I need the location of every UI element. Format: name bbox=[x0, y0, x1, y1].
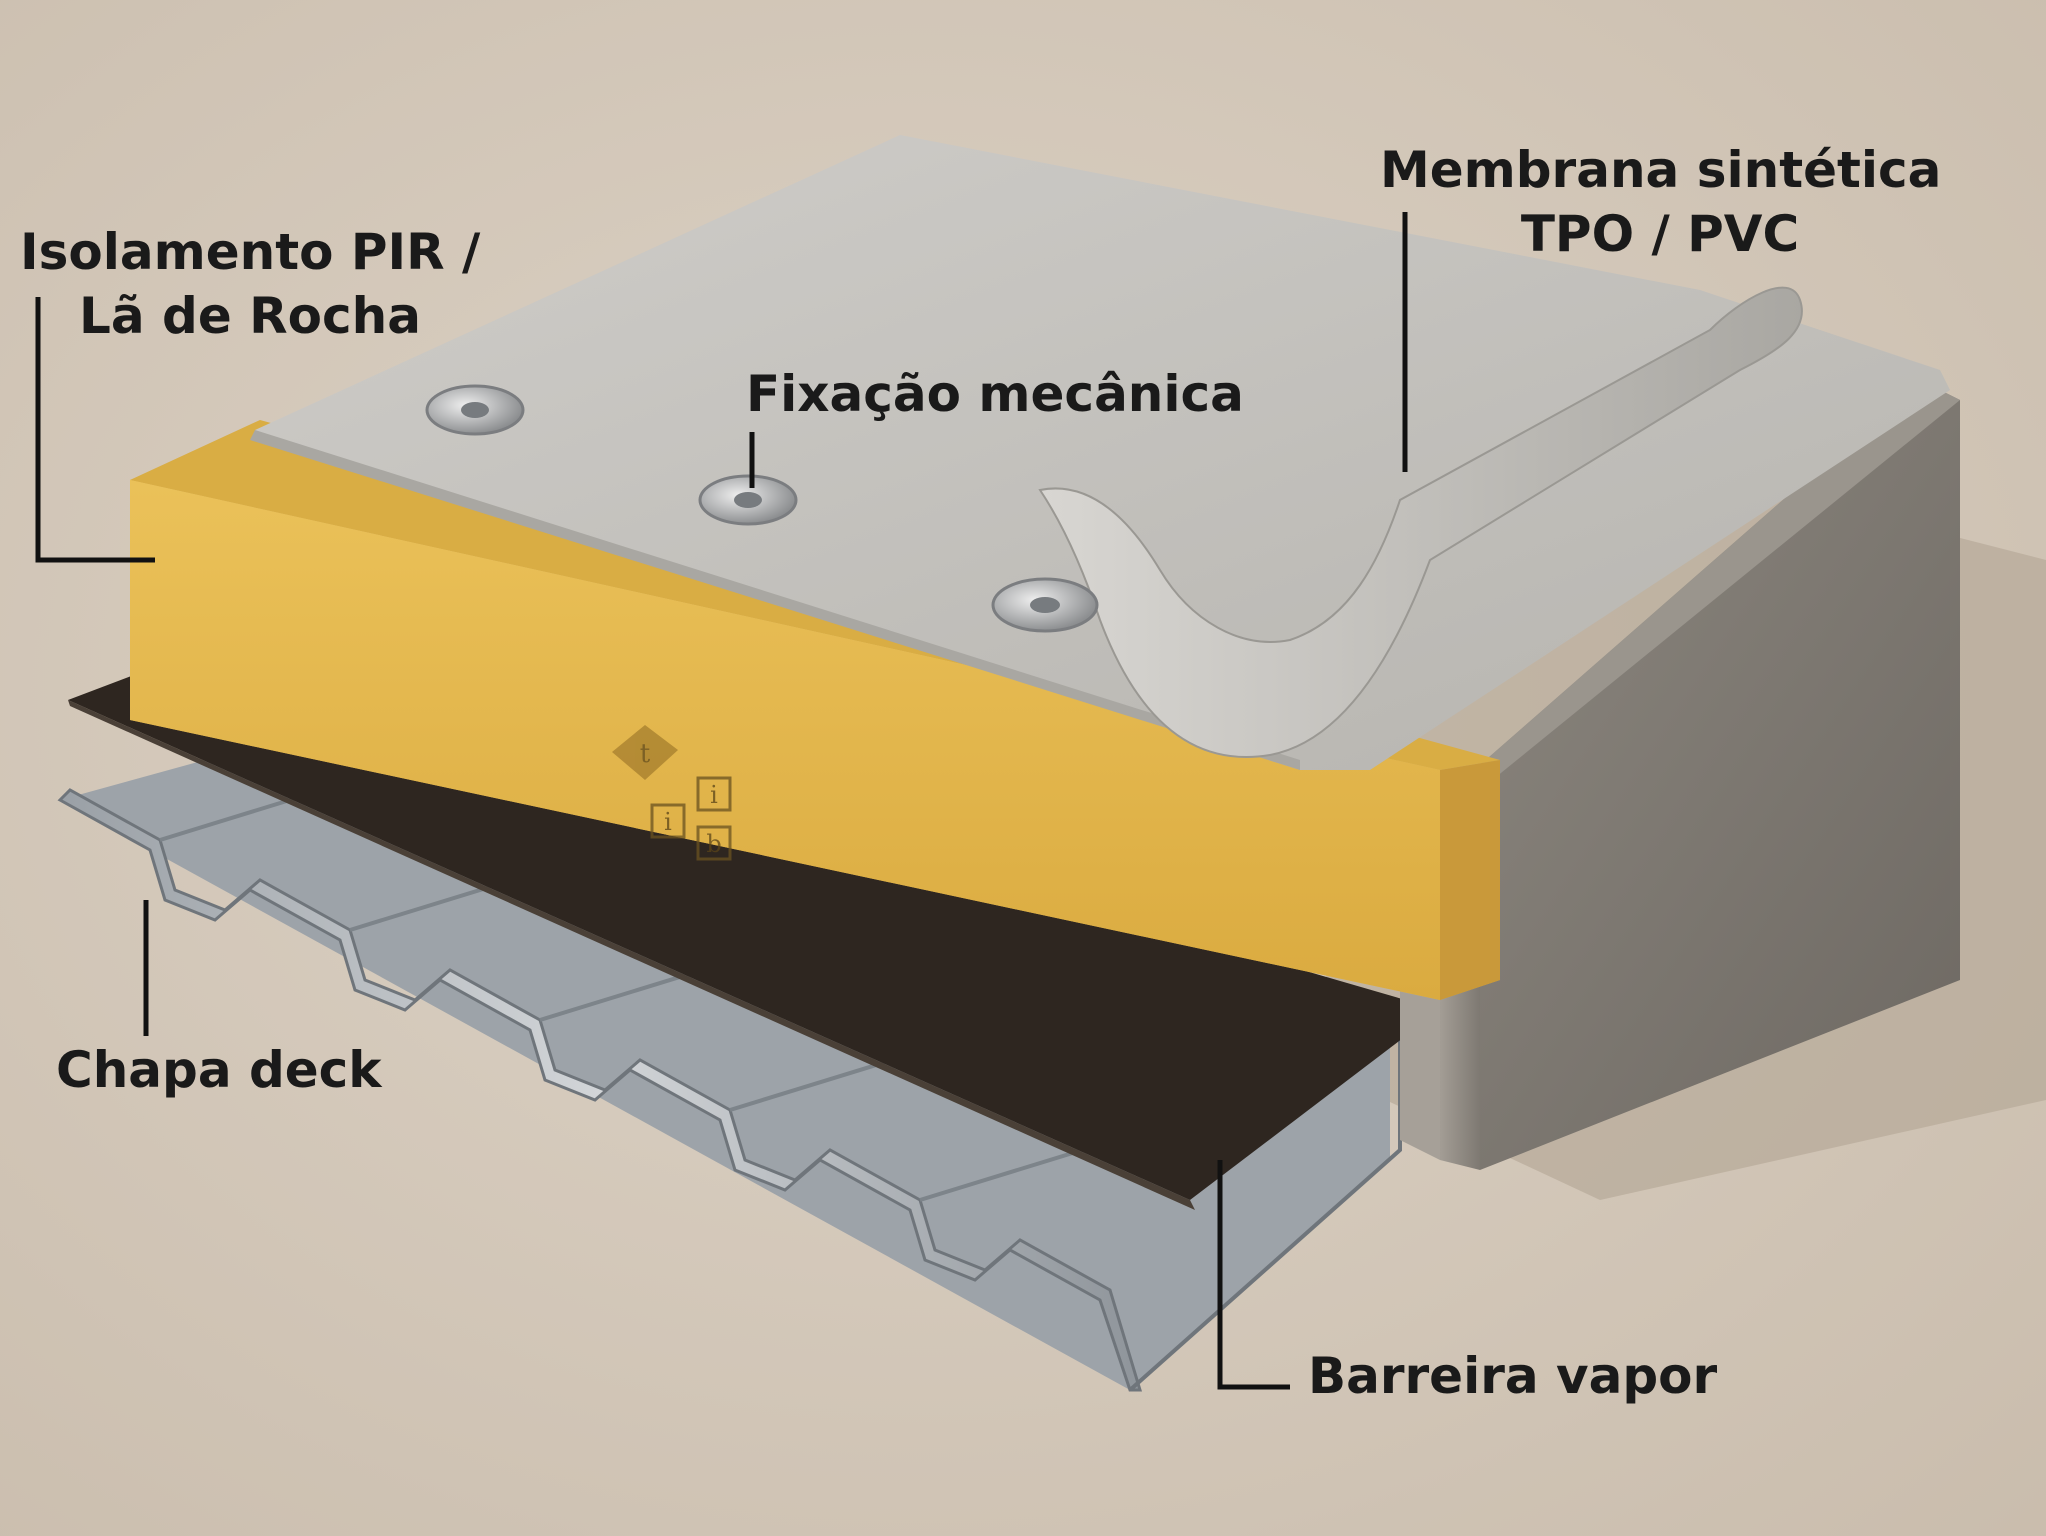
svg-text:i: i bbox=[664, 808, 672, 836]
fixing-screws bbox=[425, 384, 1099, 633]
vapor-barrier-label: Barreira vapor bbox=[1308, 1347, 1718, 1405]
svg-text:b: b bbox=[706, 830, 721, 858]
vapor-barrier-leader-line bbox=[1217, 1160, 1290, 1390]
tiib-logo: t i i b bbox=[612, 725, 732, 861]
vapor-barrier-sheet bbox=[68, 650, 1440, 1210]
insulation-label: Isolamento PIR / Lã de Rocha bbox=[20, 220, 480, 348]
fixing-label: Fixação mecânica bbox=[746, 365, 1244, 423]
synthetic-membrane bbox=[250, 135, 1950, 770]
membrane-label-line-2: TPO / PVC bbox=[1520, 205, 1800, 263]
svg-text:i: i bbox=[710, 781, 718, 809]
leader-lines bbox=[35, 212, 1408, 1390]
screw-2 bbox=[698, 474, 798, 526]
deck-label: Chapa deck bbox=[56, 1041, 382, 1099]
insulation-label-line-1: Isolamento PIR / bbox=[20, 223, 481, 281]
screw-1 bbox=[425, 384, 525, 436]
steel-deck bbox=[57, 720, 1402, 1392]
insulation-leader-line bbox=[35, 297, 155, 563]
screw-3 bbox=[991, 577, 1099, 633]
svg-text:t: t bbox=[640, 739, 651, 769]
insulation-label-line-2: Lã de Rocha bbox=[79, 287, 421, 345]
membrane-label-line-1: Membrana sintética bbox=[1380, 141, 1942, 199]
membrane-label: Membrana sintética TPO / PVC bbox=[1380, 138, 1942, 266]
